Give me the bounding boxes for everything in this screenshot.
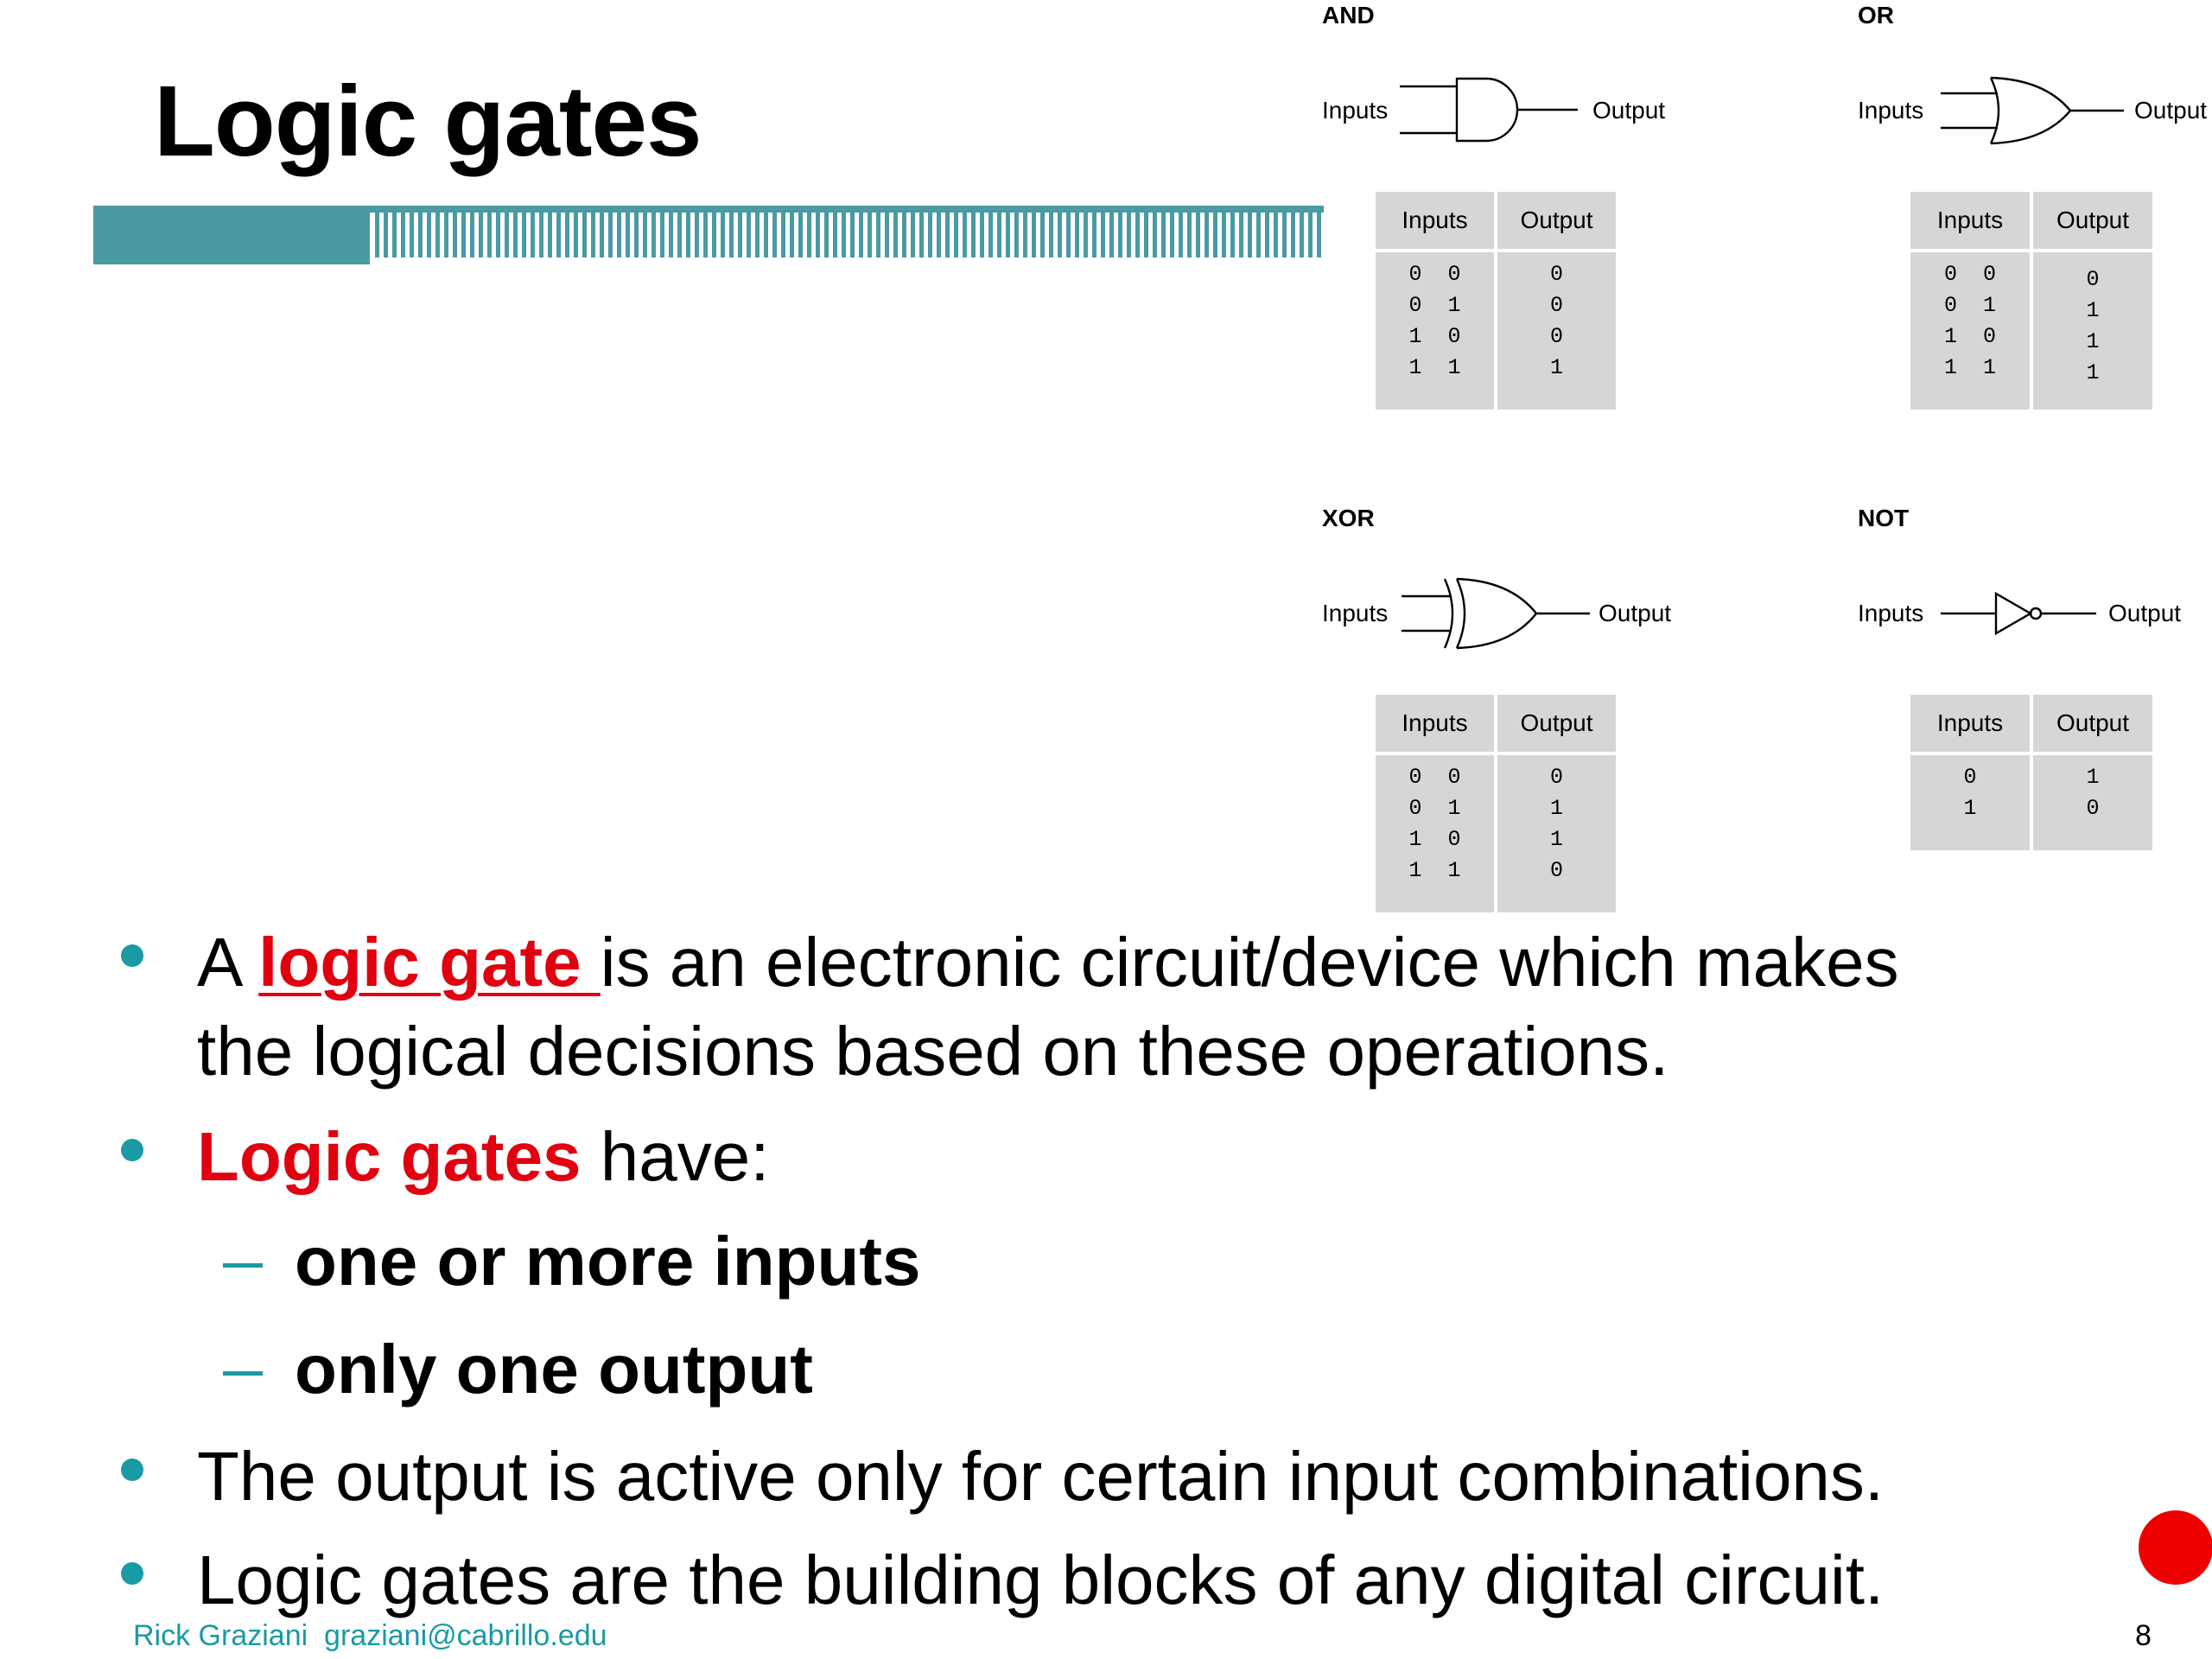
not-table-input-values: 0 1 (1963, 765, 1977, 821)
and-table-output-values: 0 0 0 1 (1549, 262, 1563, 380)
and-table-header-output: Output (1520, 207, 1593, 233)
xor-table-header-inputs: Inputs (1402, 709, 1468, 736)
and-table-header-inputs: Inputs (1402, 207, 1468, 233)
or-gate-name: OR (1858, 2, 1894, 29)
bullet-dot (121, 1139, 143, 1161)
not-output-label: Output (2108, 600, 2182, 626)
bullet-dot (121, 1562, 143, 1585)
red-dot-icon (2139, 1510, 2212, 1585)
and-output-label: Output (1592, 97, 1666, 124)
xor-inputs-label: Inputs (1322, 600, 1389, 626)
not-truth-table: Inputs Output 0 1 1 0 (1910, 695, 2152, 850)
or-table-input-values: 0 0 0 1 1 0 1 1 (1943, 262, 1996, 380)
sub-bullet-2: only one output (295, 1331, 813, 1408)
sub-bullet-1: one or more inputs (295, 1223, 921, 1300)
bullet-1-rest: is an electronic circuit/device which ma… (600, 924, 1899, 1001)
not-table-header-inputs: Inputs (1936, 709, 2004, 736)
bullet-2: Logic gates have: (197, 1122, 769, 1192)
xor-truth-table: Inputs Output 0 0 0 1 1 0 1 1 0 1 1 0 (1376, 695, 1616, 912)
bullet-2-rest: have: (581, 1118, 770, 1195)
not-gate-name: NOT (1858, 505, 1910, 531)
bullet-dot (121, 944, 143, 967)
or-table-header-output: Output (2056, 207, 2130, 233)
or-truth-table: Inputs Output 0 0 0 1 1 0 1 1 0 1 1 1 (1910, 192, 2152, 410)
xor-output-label: Output (1599, 600, 1672, 626)
footer-author: Rick Graziani graziani@cabrillo.edu (133, 1619, 607, 1652)
xor-table-output-values: 0 1 1 0 (1549, 765, 1563, 883)
bullet-dot (121, 1459, 143, 1481)
bullet-3: The output is active only for certain in… (197, 1438, 1885, 1515)
bullet-1-line-2: the logical decisions based on these ope… (197, 1013, 1669, 1090)
and-gate-icon (1400, 77, 1578, 143)
logic-gate-link[interactable]: logic gate (258, 924, 601, 1001)
bullet-4: Logic gates are the building blocks of a… (197, 1541, 1885, 1618)
and-table-input-values: 0 0 0 1 1 0 1 1 (1408, 262, 1461, 380)
xor-table-input-values: 0 0 0 1 1 0 1 1 (1408, 765, 1461, 883)
or-output-label: Output (2134, 97, 2208, 124)
or-table-output-values: 0 1 1 1 (2086, 267, 2100, 385)
xor-table-header-output: Output (1520, 709, 1593, 736)
not-inputs-label: Inputs (1858, 600, 1924, 626)
xor-gate-icon (1402, 577, 1590, 650)
page-number: 8 (2135, 1619, 2152, 1652)
and-gate-name: AND (1322, 2, 1375, 29)
xor-gate-name: XOR (1322, 505, 1375, 531)
not-table-output-values: 1 0 (2086, 765, 2100, 821)
bullet-1-line-1: A logic gate is an electronic circuit/de… (197, 928, 1899, 997)
or-inputs-label: Inputs (1858, 97, 1924, 124)
or-gate-icon (1941, 76, 2124, 145)
not-table-header-output: Output (2056, 709, 2130, 736)
sub-bullet-dash (223, 1263, 263, 1268)
and-inputs-label: Inputs (1322, 97, 1389, 124)
or-table-header-inputs: Inputs (1936, 207, 2004, 233)
and-truth-table: Inputs Output 0 0 0 1 1 0 1 1 0 0 0 1 (1376, 192, 1616, 410)
sub-bullet-dash (223, 1371, 263, 1376)
logic-gates-term: Logic gates (197, 1118, 582, 1195)
bullet-1-lead: A (197, 924, 259, 1001)
title-decoration-bar (93, 206, 1324, 264)
slide-title: Logic gates (154, 65, 702, 177)
not-gate-icon (1941, 591, 2096, 636)
